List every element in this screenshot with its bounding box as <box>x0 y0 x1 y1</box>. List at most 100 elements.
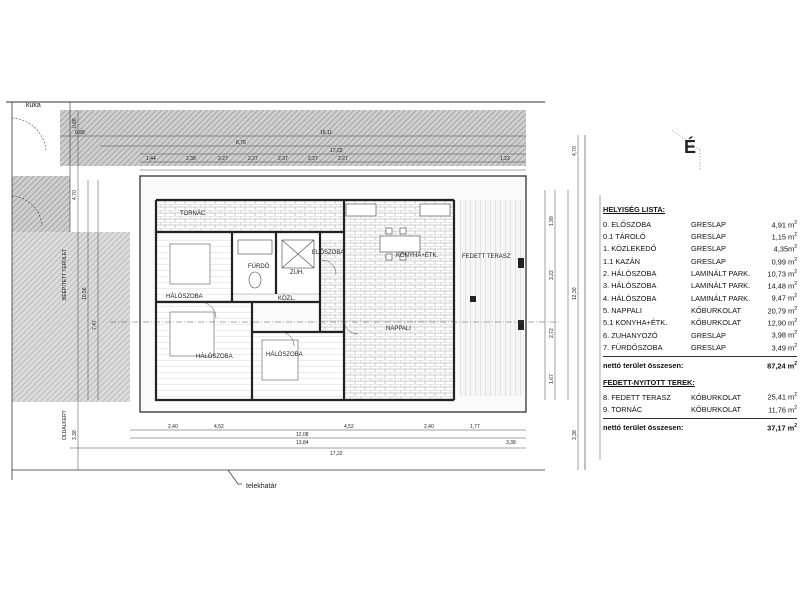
legend-total-2-value: 37,17 m2 <box>767 423 797 433</box>
room-material: LAMINÁLT PARK. <box>691 281 751 291</box>
bed-furniture <box>169 243 299 381</box>
room-label-bedroom-2: HÁLÓSZOBA <box>196 353 233 360</box>
room-material: GRESLAP <box>691 244 726 254</box>
dim-bottom-3: 4,52 <box>344 424 354 430</box>
room-area: 3,98 m2 <box>771 330 797 340</box>
legend-row: 7. FÜRDŐSZOBA GRESLAP 3,49 m2 <box>603 341 797 353</box>
room-material: GRESLAP <box>691 256 726 266</box>
room-material: GRESLAP <box>691 342 726 352</box>
room-area: 9,47 m2 <box>771 293 797 303</box>
legend-total-2: nettó terület összesen: 37,17 m2 <box>603 422 797 435</box>
legend-title: HELYISÉG LISTA: <box>603 205 666 214</box>
room-label-kitchen: KONYHA+ÉTK. <box>396 252 439 259</box>
interior-walls <box>154 198 456 402</box>
room-name: 6. ZUHANYOZÓ <box>603 330 658 340</box>
left-hatched-strip-2 <box>12 232 130 402</box>
bathroom-fixtures <box>237 239 315 289</box>
dim-bottom-6: 17,22 <box>330 451 343 457</box>
living-kitchen-floor <box>344 200 454 400</box>
legend-row: 6. ZUHANYOZÓ GRESLAP 3,98 m2 <box>603 329 797 341</box>
room-area: 0,99 m2 <box>771 256 797 266</box>
dim-right-2: 3,38 <box>572 430 578 440</box>
room-material: LAMINÁLT PARK. <box>691 293 751 303</box>
room-area: 11,76 m2 <box>768 404 797 415</box>
room-area: 25,41 m2 <box>767 392 798 402</box>
legend-row: 5.1 KONYHA+ÉTK. KŐBURKOLAT 12,90 m2 <box>603 317 797 329</box>
svg-text:É: É <box>684 136 696 157</box>
room-label-bathroom: FÜRDŐ <box>248 263 270 270</box>
room-name: 0.1 TÁROLÓ <box>603 232 646 242</box>
legend-row: 1. KÖZLEKEDŐ GRESLAP 4,35m2 <box>603 243 797 255</box>
room-material: LAMINÁLT PARK. <box>691 269 751 279</box>
legend-rule-2 <box>603 417 797 419</box>
room-label-bedroom-1: HÁLÓSZOBA <box>166 293 203 300</box>
label-built-area: BEÉPÍTETT TERÜLET <box>61 249 68 300</box>
room-material: GRESLAP <box>691 330 726 340</box>
dim-top-5: 2,38 <box>186 156 196 162</box>
room-name: 0. ELŐSZOBA <box>603 219 652 229</box>
dim-bottom-2: 12,08 <box>296 432 309 438</box>
legend-total-1-value: 87,24 m2 <box>767 361 797 371</box>
room-area: 1,15 m2 <box>771 231 797 242</box>
dim-bottom-4: 2,40 <box>424 424 434 430</box>
room-area: 3,49 m2 <box>771 342 797 353</box>
dim-bottom-1: 4,52 <box>214 424 224 430</box>
room-name: 7. FÜRDŐSZOBA <box>603 342 663 352</box>
room-name: 3. HÁLÓSZOBA <box>603 281 657 291</box>
room-area: 14,48 m2 <box>767 281 798 291</box>
dim-top-2: 8,75 <box>236 140 246 146</box>
dim-top-1: 16,11 <box>320 130 332 136</box>
room-name: 5.1 KONYHA+ÉTK. <box>603 318 668 328</box>
legend-row: 3. HÁLÓSZOBA LAMINÁLT PARK. 14,48 m2 <box>603 280 797 292</box>
dim-top-6: 2,27 <box>218 156 228 162</box>
room-area: 4,91 m2 <box>771 219 797 230</box>
left-hatched-strip <box>12 176 70 232</box>
left-dimension-lines <box>77 110 99 470</box>
dim-left-2: 4,70 <box>72 190 78 200</box>
room-label-porch: TORNÁC <box>180 210 206 217</box>
legend-total-1-label: nettó terület összesen: <box>603 361 684 371</box>
dim-right-5: 3,22 <box>549 270 555 280</box>
room-material: KŐBURKOLAT <box>691 318 741 328</box>
dim-top-7: 2,27 <box>248 156 258 162</box>
north-arrow-icon: É <box>671 129 701 170</box>
legend-covered-title: FEDETT-NYITOTT TEREK: <box>603 377 695 387</box>
bin-label: kuka <box>26 102 41 109</box>
dim-left-4: 7,47 <box>92 320 98 330</box>
dim-right-0: 4,70 <box>572 146 578 156</box>
dim-right-4: 1,67 <box>549 374 555 384</box>
room-name: 1.1 KAZÁN <box>603 256 640 266</box>
room-name: 1. KÖZLEKEDŐ <box>603 244 657 254</box>
room-material: KŐBURKOLAT <box>691 392 741 402</box>
dim-bottom-0: 2,40 <box>168 424 178 430</box>
terrace-floor <box>460 200 524 396</box>
legend-rule-1 <box>603 355 797 357</box>
dim-right-1: 12,30 <box>572 287 578 300</box>
kitchen-furniture <box>345 203 451 261</box>
dim-bottom-7: 3,38 <box>506 440 516 446</box>
gate-swing-bottom <box>11 195 43 227</box>
room-area: 4,35m2 <box>773 244 797 254</box>
top-hatched-strip <box>60 110 526 166</box>
dim-right-3: 2,72 <box>549 328 555 338</box>
right-dimension-lines <box>544 135 579 470</box>
legend-total-2-label: nettó terület összesen: <box>603 423 684 433</box>
gate-swing-top <box>11 117 47 151</box>
boundary-label: telekhatár <box>246 483 277 490</box>
dim-top-9: 2,27 <box>308 156 318 162</box>
room-area: 10,73 m2 <box>767 268 798 279</box>
dim-left-1: 10,56 <box>82 287 88 300</box>
dim-right-6: 1,99 <box>549 216 555 226</box>
room-area: 12,90 m2 <box>767 317 798 328</box>
dim-top-3: 17,22 <box>330 148 343 154</box>
